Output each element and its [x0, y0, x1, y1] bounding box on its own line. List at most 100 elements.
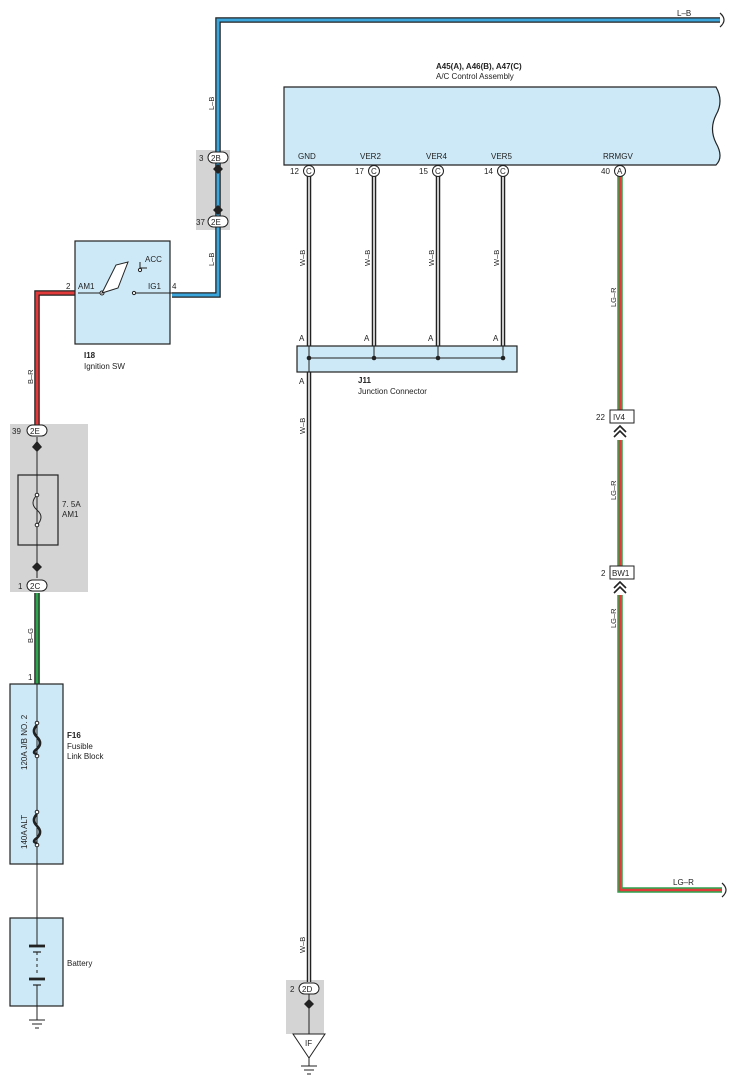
fusible-link-name2: Link Block	[67, 752, 104, 761]
wire-label-lb-2: L–B	[207, 253, 216, 266]
wire-label-lgr-bottom: LG–R	[673, 878, 694, 887]
svg-text:12: 12	[290, 167, 299, 176]
wire-label-lgr-3: LG–R	[609, 608, 618, 628]
connector-bw1: BW1 2	[601, 565, 635, 580]
ac-control-box	[283, 86, 721, 166]
junction-connector-box	[296, 345, 518, 373]
connector-2e-arrow-icon	[213, 205, 223, 215]
ignition-pin-am1: 2	[66, 282, 71, 291]
fuse-arrow-down-icon	[32, 562, 42, 572]
connector-2c: 2C 1	[18, 579, 48, 592]
svg-text:BW1: BW1	[612, 569, 630, 578]
fusible-link-pin: 1	[28, 673, 33, 682]
svg-text:39: 39	[12, 427, 21, 436]
wire-label-wb-3: W–B	[427, 250, 436, 266]
wire-label-lgr-2: LG–R	[609, 480, 618, 500]
wire-label-lgr-1: LG–R	[609, 287, 618, 307]
junction-pin-a3: A	[428, 334, 434, 343]
terminal-ver5-label: VER5	[491, 152, 512, 161]
terminal-rrmgv: A 40	[601, 165, 626, 177]
wire-break-bottom	[721, 882, 727, 898]
fuse-am1-rating: 7. 5A	[62, 500, 81, 509]
junction-name: Junction Connector	[358, 387, 427, 396]
fuse-am1-box	[17, 474, 59, 546]
junction-pin-a4: A	[493, 334, 499, 343]
svg-text:14: 14	[484, 167, 493, 176]
ignition-sw-name: Ignition SW	[84, 362, 125, 371]
wire-label-wb-6: W–B	[298, 937, 307, 953]
svg-text:2: 2	[290, 985, 295, 994]
wire-label-wb-2: W–B	[363, 250, 372, 266]
ground-if-triangle-icon	[292, 1033, 326, 1059]
battery-icon	[29, 918, 45, 1020]
wire-break-top	[719, 12, 725, 28]
ignition-sw-id: I18	[84, 351, 96, 360]
svg-text:40: 40	[601, 167, 610, 176]
svg-text:IV4: IV4	[613, 413, 626, 422]
wire-label-bg: B–G	[26, 628, 35, 643]
ignition-ig1-label: IG1	[148, 282, 161, 291]
wire-label-wb-5: W–B	[298, 418, 307, 434]
ground-if-label: IF	[305, 1039, 312, 1048]
junction-pin-a5: A	[299, 377, 305, 386]
svg-text:C: C	[435, 167, 441, 176]
svg-text:2E: 2E	[211, 218, 221, 227]
svg-text:37: 37	[196, 218, 205, 227]
wire-label-wb-1: W–B	[298, 250, 307, 266]
junction-pin-a2: A	[364, 334, 370, 343]
fusible-link-2-icon	[32, 813, 42, 845]
ac-control-name: A/C Control Assembly	[436, 72, 514, 81]
battery-name: Battery	[67, 959, 92, 968]
connector-2b-arrow-icon	[213, 164, 223, 174]
svg-text:C: C	[500, 167, 506, 176]
terminal-ver4: C 15	[419, 165, 444, 177]
svg-text:C: C	[306, 167, 312, 176]
wire-label-lb-1: L–B	[207, 97, 216, 110]
terminal-ver5: C 14	[484, 165, 509, 177]
svg-text:17: 17	[355, 167, 364, 176]
svg-text:2B: 2B	[211, 154, 221, 163]
fusible-link-id: F16	[67, 731, 81, 740]
wire-label-lb-top: L–B	[677, 9, 691, 18]
fuse-am1-symbol-icon	[32, 478, 42, 542]
connector-iv4-arrow-icon	[613, 424, 627, 438]
connector-2b: 2B 3	[199, 151, 229, 164]
svg-text:2E: 2E	[30, 427, 40, 436]
svg-text:2D: 2D	[302, 985, 312, 994]
wire-label-br: B–R	[26, 369, 35, 384]
connector-2d: 2D 2	[290, 982, 320, 995]
fusible-link-fuse1: 120A J/B NO. 2	[20, 714, 29, 770]
terminal-gnd-label: GND	[298, 152, 316, 161]
junction-pin-a1: A	[299, 334, 305, 343]
connector-bw1-arrow-icon	[613, 580, 627, 594]
fusible-link-fuse2: 140A ALT	[20, 815, 29, 849]
ignition-switch-symbol	[78, 261, 172, 296]
battery-ground-icon	[29, 1019, 45, 1029]
ac-control-id: A45(A), A46(B), A47(C)	[436, 62, 522, 71]
ignition-am1-label: AM1	[78, 282, 95, 291]
svg-text:22: 22	[596, 413, 605, 422]
ground-if-icon	[301, 1058, 317, 1075]
connector-2e-fuse: 2E 39	[12, 424, 48, 437]
terminal-ver2-label: VER2	[360, 152, 381, 161]
fusible-link-name1: Fusible	[67, 742, 93, 751]
fusible-link-1-icon	[32, 724, 42, 756]
svg-text:15: 15	[419, 167, 428, 176]
svg-text:C: C	[371, 167, 377, 176]
terminal-ver4-label: VER4	[426, 152, 447, 161]
connector-2e-top: 2E 37	[196, 215, 229, 228]
ignition-acc-label: ACC	[145, 255, 162, 264]
wire-wb	[306, 175, 506, 982]
fuse-arrow-up-icon	[32, 441, 42, 452]
terminal-gnd: C 12	[290, 165, 315, 177]
svg-text:3: 3	[199, 154, 204, 163]
terminal-ver2: C 17	[355, 165, 380, 177]
ignition-pin-ig1: 4	[172, 282, 177, 291]
svg-text:A: A	[617, 167, 623, 176]
terminal-rrmgv-label: RRMGV	[603, 152, 633, 161]
svg-text:2C: 2C	[30, 582, 40, 591]
wire-lgr	[617, 175, 722, 893]
junction-id: J11	[358, 376, 371, 385]
svg-text:1: 1	[18, 582, 23, 591]
